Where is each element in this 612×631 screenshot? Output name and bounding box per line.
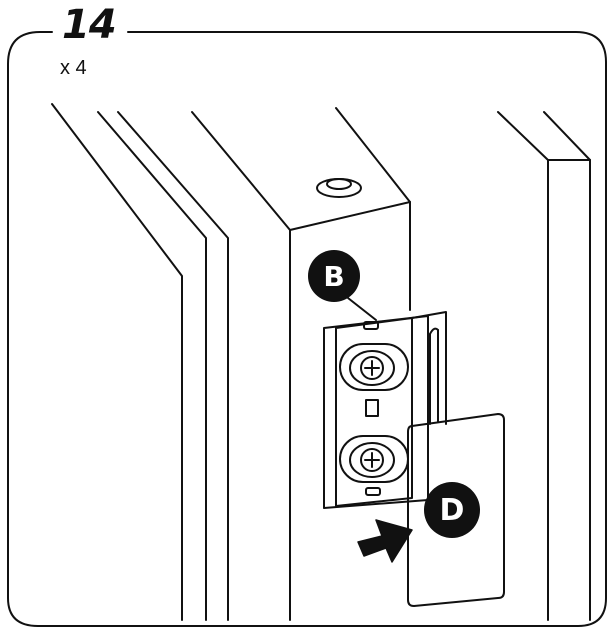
screw-icon [339, 435, 409, 483]
hinge-plate-b [323, 315, 429, 509]
pin-channel [411, 311, 447, 425]
cabinet-side [191, 107, 411, 621]
cover-plate-d [407, 413, 505, 607]
callout-b-leader [347, 297, 377, 321]
arrow-icon [357, 519, 413, 563]
callout-b: B [308, 250, 360, 302]
step-number: 14 [62, 2, 117, 48]
step-frame [7, 31, 607, 627]
callout-d: D [424, 482, 480, 538]
screw-icon [339, 343, 409, 391]
left-panel-edge [51, 103, 229, 621]
right-panel [497, 111, 591, 621]
quantity-label: x 4 [60, 57, 87, 79]
